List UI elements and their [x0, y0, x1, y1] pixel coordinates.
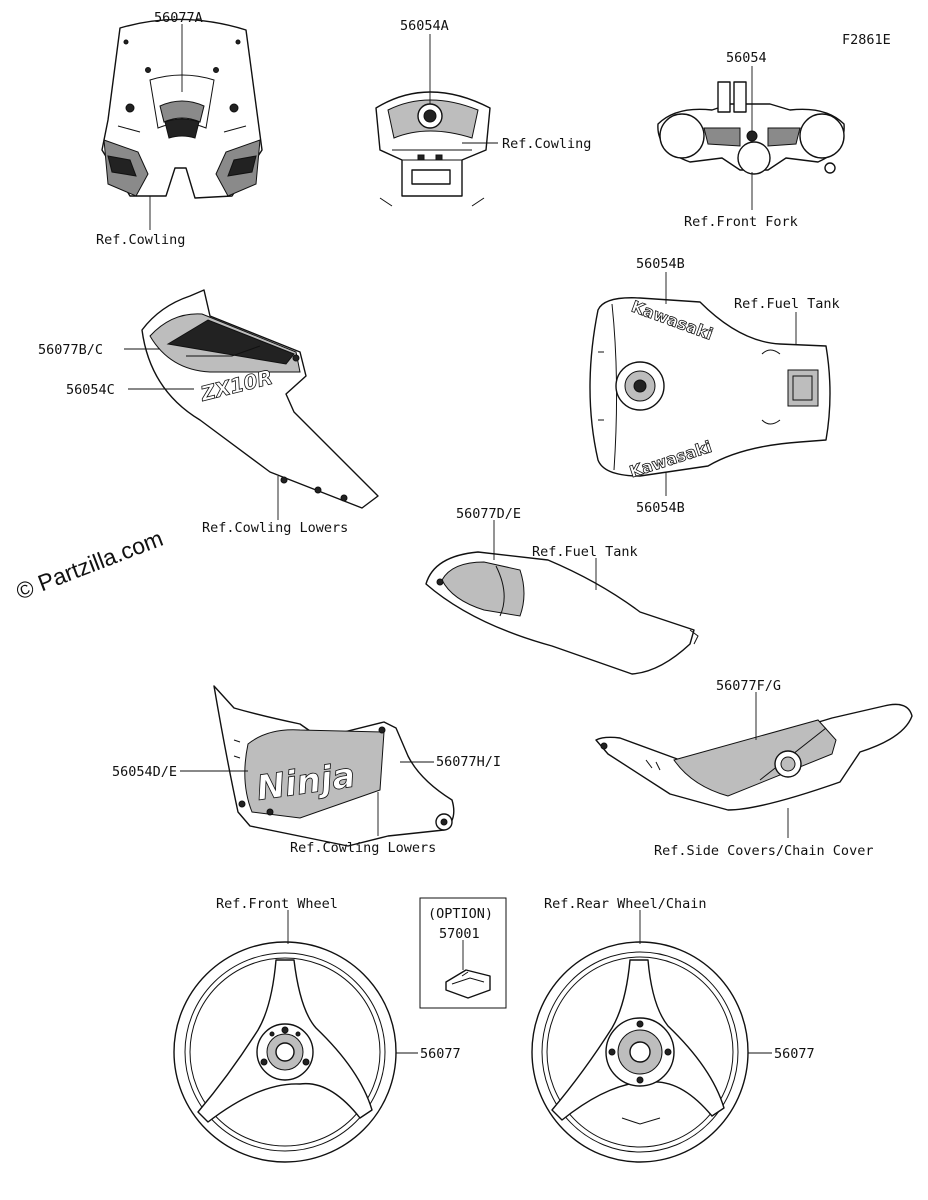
side-cowl[interactable]: ZX10R	[141, 289, 379, 509]
label-side-cover-ref[interactable]: Ref.Side Covers/Chain Cover	[654, 843, 873, 859]
label-rear-wheel-part[interactable]: 56077	[774, 1046, 815, 1062]
label-tank-ref[interactable]: Ref.Fuel Tank	[734, 296, 840, 312]
front-wheel[interactable]	[173, 941, 397, 1163]
label-tank-cover-ref[interactable]: Ref.Fuel Tank	[532, 544, 638, 560]
windshield-assembly[interactable]	[101, 18, 263, 199]
fuel-tank[interactable]: Kawasaki Kawasaki	[589, 296, 831, 482]
label-lower-part-d[interactable]: 56054D/E	[112, 764, 177, 780]
top-yoke[interactable]	[657, 81, 845, 175]
label-side-cover-part[interactable]: 56077F/G	[716, 678, 781, 694]
label-meter-ref[interactable]: Ref.Cowling	[502, 136, 591, 152]
label-tank-cover-part[interactable]: 56077D/E	[456, 506, 521, 522]
label-option-part[interactable]: 57001	[439, 926, 480, 942]
label-tank-part-top[interactable]: 56054B	[636, 256, 685, 272]
label-fork-part[interactable]: 56054	[726, 50, 767, 66]
label-windshield-part[interactable]: 56077A	[154, 10, 203, 26]
label-tank-part-bottom[interactable]: 56054B	[636, 500, 685, 516]
tank-side-cover[interactable]	[425, 551, 699, 675]
label-option-title: (OPTION)	[428, 906, 493, 922]
lower-cowl[interactable]: Ninja	[213, 685, 455, 847]
meter-assembly[interactable]	[375, 91, 491, 207]
label-cowl-part-c[interactable]: 56054C	[66, 382, 115, 398]
label-cowl-part-b[interactable]: 56077B/C	[38, 342, 103, 358]
side-cover[interactable]	[595, 703, 913, 811]
label-front-wheel-ref[interactable]: Ref.Front Wheel	[216, 896, 338, 912]
label-cowl-ref[interactable]: Ref.Cowling Lowers	[202, 520, 348, 536]
watermark: © Partzilla.com	[12, 525, 166, 605]
label-fork-ref[interactable]: Ref.Front Fork	[684, 214, 798, 230]
label-front-wheel-part[interactable]: 56077	[420, 1046, 461, 1062]
label-rear-wheel-ref[interactable]: Ref.Rear Wheel/Chain	[544, 896, 707, 912]
label-windshield-ref[interactable]: Ref.Cowling	[96, 232, 185, 248]
figure-code: F2861E	[842, 32, 891, 48]
label-meter-part[interactable]: 56054A	[400, 18, 449, 34]
option-box[interactable]	[419, 897, 507, 1009]
rear-wheel[interactable]	[531, 941, 749, 1163]
label-lower-part-h[interactable]: 56077H/I	[436, 754, 501, 770]
label-lower-ref[interactable]: Ref.Cowling Lowers	[290, 840, 436, 856]
